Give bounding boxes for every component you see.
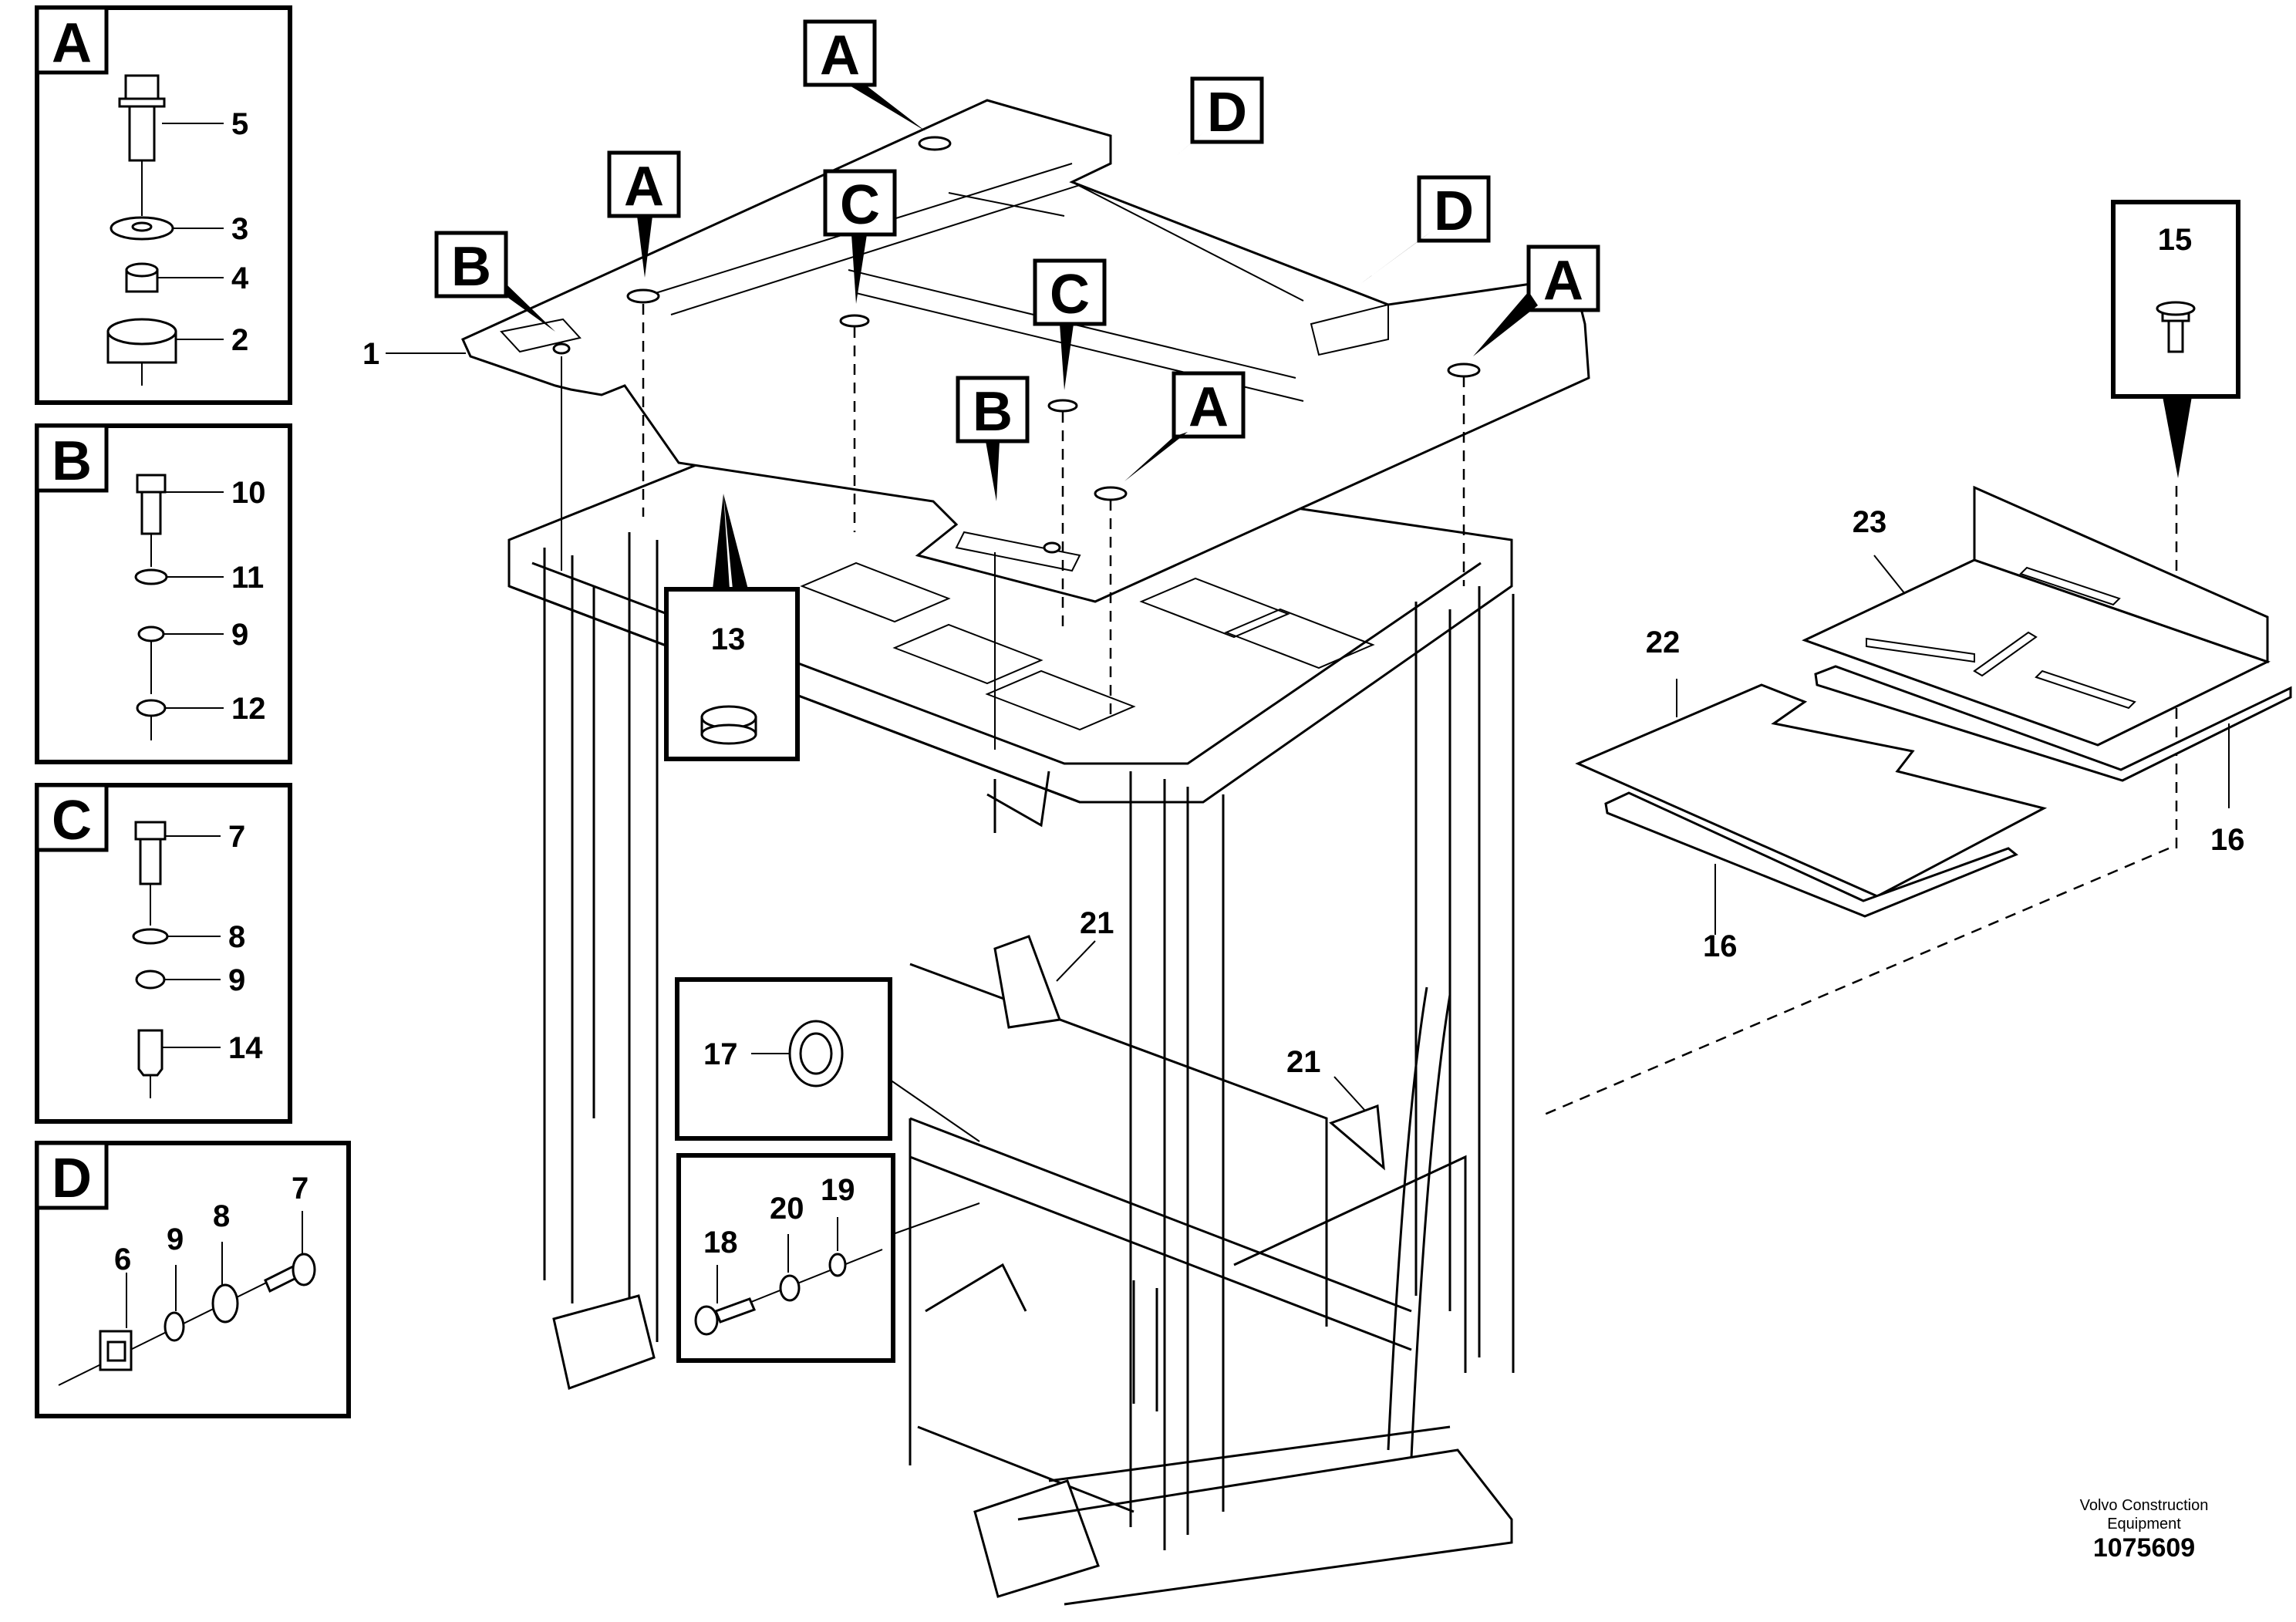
inset-b-label-9: 9: [231, 618, 248, 652]
inset-d-label-8: 8: [213, 1199, 230, 1233]
inset-a-label-3: 3: [231, 212, 248, 246]
callout-c-mid: C: [1050, 264, 1090, 325]
label-16-right: 16: [2210, 823, 2245, 857]
label-part-1: 1: [362, 337, 379, 371]
footer: Volvo Construction Equipment 1075609: [2052, 1496, 2237, 1563]
callout-b-left: B: [451, 236, 491, 298]
panel-22: 22: [1575, 626, 2048, 898]
inset-d-label-6: 6: [114, 1243, 131, 1276]
footer-brand-line1: Volvo Construction: [2079, 1497, 2209, 1514]
inset-b-label-12: 12: [231, 692, 266, 726]
label-16-left: 16: [1703, 929, 1738, 963]
callout-a-right: A: [1543, 250, 1583, 312]
gasket-16-right: 16: [1814, 665, 2292, 857]
inset-a-label-5: 5: [231, 107, 248, 141]
label-22: 22: [1646, 626, 1681, 659]
callout-c-left: C: [840, 174, 880, 236]
inset-d-label-9: 9: [167, 1222, 184, 1256]
footer-brand-line2: Equipment: [2107, 1516, 2181, 1533]
screw-15-label: 15: [2158, 223, 2193, 257]
callout-a-mid: A: [1188, 376, 1229, 438]
gasket-16-left: 16: [1604, 791, 2018, 963]
inset-b: B 10 11 9 12: [35, 423, 292, 764]
inset-b-letter: B: [52, 430, 92, 492]
callout-d-right: D: [1434, 180, 1474, 242]
leader-main-2: [1233, 1155, 1466, 1266]
detail-17: 17: [675, 977, 980, 1142]
callout-d-top: D: [1207, 82, 1247, 143]
label-1: 1: [362, 337, 466, 371]
callout-a-top: A: [820, 25, 860, 86]
detail-13-label: 13: [711, 622, 746, 656]
roof-callouts: A A C D D A B C A B: [434, 19, 1600, 501]
leader-main: [1542, 847, 2170, 1117]
detail-20-label: 20: [770, 1192, 804, 1226]
detail-18-label: 18: [703, 1226, 738, 1259]
label-21-lower: 21: [1286, 1045, 1321, 1079]
panel-23: 23: [1802, 485, 2271, 747]
inset-d-label-7: 7: [292, 1172, 308, 1206]
part-21-lower: 21: [1286, 1045, 1385, 1171]
inset-a-label-2: 2: [231, 323, 248, 357]
detail-18-20-19: 18 20 19: [676, 1153, 980, 1363]
inset-c-label-9: 9: [228, 963, 245, 997]
callout-a-left: A: [624, 156, 664, 218]
inset-c-label-14: 14: [228, 1031, 263, 1065]
inset-b-label-10: 10: [231, 476, 266, 510]
inset-a: A 5 3 4 2: [35, 5, 292, 405]
screw-15: 15: [2111, 200, 2240, 478]
part-21-upper: 21: [993, 906, 1114, 1029]
label-21-upper: 21: [1080, 906, 1114, 940]
detail-17-label: 17: [703, 1037, 738, 1071]
footer-doc-number: 1075609: [2092, 1533, 2196, 1563]
callout-b-mid: B: [973, 381, 1013, 443]
inset-a-letter: A: [52, 12, 92, 74]
inset-c: C 7 8 9 14: [35, 783, 292, 1124]
detail-13: 13: [664, 494, 800, 761]
inset-d-letter: D: [52, 1148, 92, 1209]
inset-d: D 6 9 8 7: [35, 1141, 351, 1418]
inset-b-label-11: 11: [231, 561, 264, 595]
inset-c-label-7: 7: [228, 820, 245, 854]
inset-a-label-4: 4: [231, 261, 249, 295]
inset-c-label-8: 8: [228, 920, 245, 954]
inset-c-letter: C: [52, 790, 92, 851]
detail-19-label: 19: [821, 1173, 855, 1207]
label-23: 23: [1853, 505, 1887, 539]
